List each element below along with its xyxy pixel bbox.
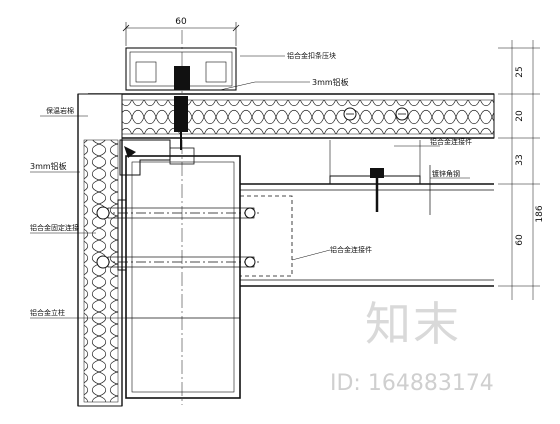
left-insulation-panel xyxy=(77,93,123,407)
leader-labels: 铝合金扣条压块 3mm铝板 保温岩棉 3mm铝板 铝合金固定连接 铝合金立柱 铝… xyxy=(30,51,472,319)
galvanized-steel-angle xyxy=(239,183,494,287)
right-dimensions: 25 20 33 186 60 xyxy=(498,40,545,300)
watermark-id: ID: 164883174 xyxy=(330,371,494,396)
bracket-screw xyxy=(329,140,421,212)
top-insulation-panel xyxy=(87,93,495,139)
label-right-2: 镀锌角钢 xyxy=(432,169,460,178)
label-left-mid: 铝合金固定连接 xyxy=(30,223,79,232)
aluminum-mullion xyxy=(125,147,241,399)
corner-bracket xyxy=(119,139,171,176)
label-right-1: 铝合金连接件 xyxy=(430,137,472,146)
watermark: 知末 ID: 164883174 xyxy=(330,297,494,396)
watermark-brand: 知末 xyxy=(365,297,461,351)
bolts xyxy=(96,199,260,271)
label-aluminum-plate-top: 3mm铝板 xyxy=(312,77,349,87)
dim-top-60: 60 xyxy=(175,17,187,27)
top-dimension: 60 xyxy=(122,17,240,46)
plate-screws xyxy=(343,107,409,121)
dim-right-20: 20 xyxy=(515,110,525,122)
dim-right-186: 186 xyxy=(535,205,545,222)
label-insulation: 保温岩棉 xyxy=(46,106,74,115)
dim-right-25: 25 xyxy=(515,66,525,77)
dim-right-60: 60 xyxy=(515,234,525,246)
top-cover-profile xyxy=(125,47,237,91)
top-fixing-screw xyxy=(174,96,188,150)
dim-right-33: 33 xyxy=(515,154,525,165)
label-left-bottom: 铝合金立柱 xyxy=(30,308,65,317)
label-aluminum-plate-left: 3mm铝板 xyxy=(30,161,67,171)
label-right-3: 铝合金连接件 xyxy=(330,245,372,254)
label-top-right: 铝合金扣条压块 xyxy=(287,51,336,60)
